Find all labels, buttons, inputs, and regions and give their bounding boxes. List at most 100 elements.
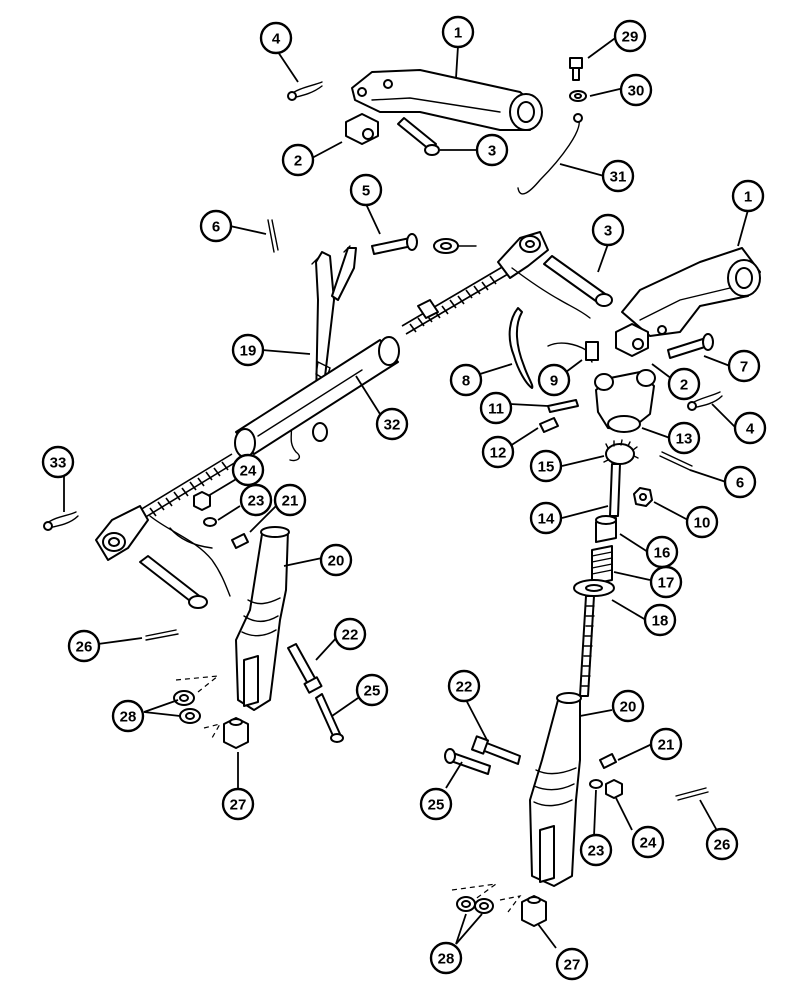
callout-circle [529,501,563,535]
callout-17: 17 [649,565,683,599]
callout-number: 33 [50,455,67,472]
callout-number: 4 [746,421,755,438]
lower-link-eye [95,505,149,561]
block-top [345,113,379,145]
shaft-14 [609,463,621,517]
callout-24: 24 [231,453,265,487]
callout-circle [231,333,265,367]
callout-24: 24 [631,825,665,859]
callout-number: 22 [456,679,473,696]
callout-circle [591,213,625,247]
callout-number: 24 [640,835,657,852]
callout-circle [727,349,761,383]
callout-circle [355,673,389,707]
callout-number: 19 [240,343,257,360]
callout-25: 25 [419,787,453,821]
callout-9: 9 [537,363,571,397]
callout-number: 32 [384,417,401,434]
callout-number: 1 [744,189,752,206]
cotter-pin-6-right [659,451,693,471]
callout-number: 15 [538,459,555,476]
dashed-guide-right [451,883,522,913]
top-link-chain [511,267,591,319]
callout-circle [281,143,315,177]
callout-circle [667,421,701,455]
callout-4: 4 [733,411,767,445]
callout-circle [643,603,677,637]
block-right [615,323,649,357]
callout-number: 23 [588,843,605,860]
washer-30 [569,90,587,102]
callout-number: 18 [652,613,669,630]
pin-5 [371,233,418,255]
nut-10 [633,487,653,507]
washer-18 [573,579,615,597]
callout-3: 3 [475,133,509,167]
callout-16: 16 [645,535,679,569]
callout-circle [111,699,145,733]
callout-number: 2 [294,153,302,170]
pin-25-right [444,748,491,775]
top-link-thread [401,265,509,335]
lift-arm-right [621,247,761,337]
callout-circle [441,15,475,49]
callout-15: 15 [529,449,563,483]
dashed-guide-left [175,675,222,739]
lynch-clip-top [287,81,323,101]
callout-number: 6 [736,475,744,492]
lift-arm-top [351,69,543,131]
fork-rod-19 [287,245,357,462]
callout-10: 10 [685,505,719,539]
callout-circle [529,449,563,483]
eye-ring [433,238,477,254]
callout-29: 29 [613,19,647,53]
levelling-box-right [529,692,582,887]
callout-number: 28 [120,709,137,726]
lower-link-chain [149,515,231,597]
callout-20: 20 [611,689,645,723]
callout-32: 32 [375,407,409,441]
callout-number: 4 [272,31,281,48]
nut-27-right [521,895,547,927]
callout-circle [199,209,233,243]
right-threaded-rod [579,595,595,697]
callout-number: 22 [342,627,359,644]
pin-25-left [315,693,344,743]
gear-15 [603,439,639,465]
bolt-29 [569,57,583,81]
callout-number: 26 [714,837,731,854]
callout-number: 5 [362,183,370,200]
lynch-clip-33 [43,511,79,531]
callout-27: 27 [221,787,255,821]
pin-7 [667,333,714,359]
split-pin-26-left [145,629,179,641]
callout-8: 8 [449,363,483,397]
tube-32 [234,336,400,458]
callout-number: 27 [230,797,247,814]
callout-11: 11 [479,391,513,425]
washer-23-right [589,779,603,789]
nut-27-left [223,717,249,749]
top-link-eye [497,231,549,279]
bolt-22-left [287,643,323,694]
callout-number: 30 [628,83,645,100]
callout-number: 2 [680,377,688,394]
callout-number: 14 [538,511,555,528]
pin-right [543,255,613,307]
callout-circle [631,825,665,859]
callout-number: 25 [364,683,381,700]
callout-number: 28 [438,951,455,968]
callout-circle [221,787,255,821]
callout-number: 16 [654,545,671,562]
callout-13: 13 [667,421,701,455]
yoke-13 [594,369,656,433]
threaded-sleeve-17 [591,545,613,585]
callout-circle [685,505,719,539]
callout-number: 10 [694,515,711,532]
callout-circle [619,73,653,107]
callout-circle [349,173,383,207]
callout-30: 30 [619,73,653,107]
callout-circle [733,411,767,445]
